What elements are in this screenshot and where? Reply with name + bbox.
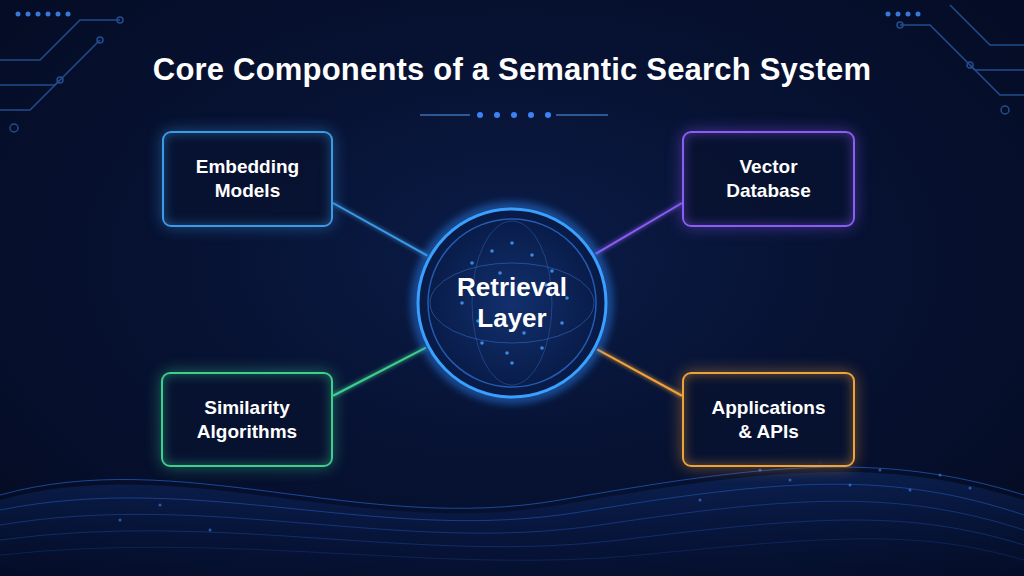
connector-line: [597, 349, 682, 395]
connector-line: [596, 203, 682, 254]
component-label: Applications & APIs: [706, 396, 831, 444]
hub-label: Retrieval Layer: [447, 272, 577, 334]
component-label: Vector Database: [706, 155, 831, 203]
component-label: Similarity Algorithms: [185, 396, 310, 444]
component-box: Similarity Algorithms: [161, 372, 333, 467]
bottom-waves: [0, 461, 1024, 576]
circuit-traces: [0, 5, 1024, 132]
title-divider: [420, 112, 608, 118]
component-box: Embedding Models: [162, 131, 333, 227]
corner-dots: [16, 12, 921, 17]
hub-circle: Retrieval Layer: [412, 203, 612, 403]
diagram-title: Core Components of a Semantic Search Sys…: [0, 52, 1024, 88]
component-label: Embedding Models: [185, 155, 310, 203]
connector-line: [333, 203, 427, 256]
component-box: Vector Database: [682, 131, 855, 227]
component-box: Applications & APIs: [682, 372, 855, 467]
connector-line: [333, 348, 426, 396]
